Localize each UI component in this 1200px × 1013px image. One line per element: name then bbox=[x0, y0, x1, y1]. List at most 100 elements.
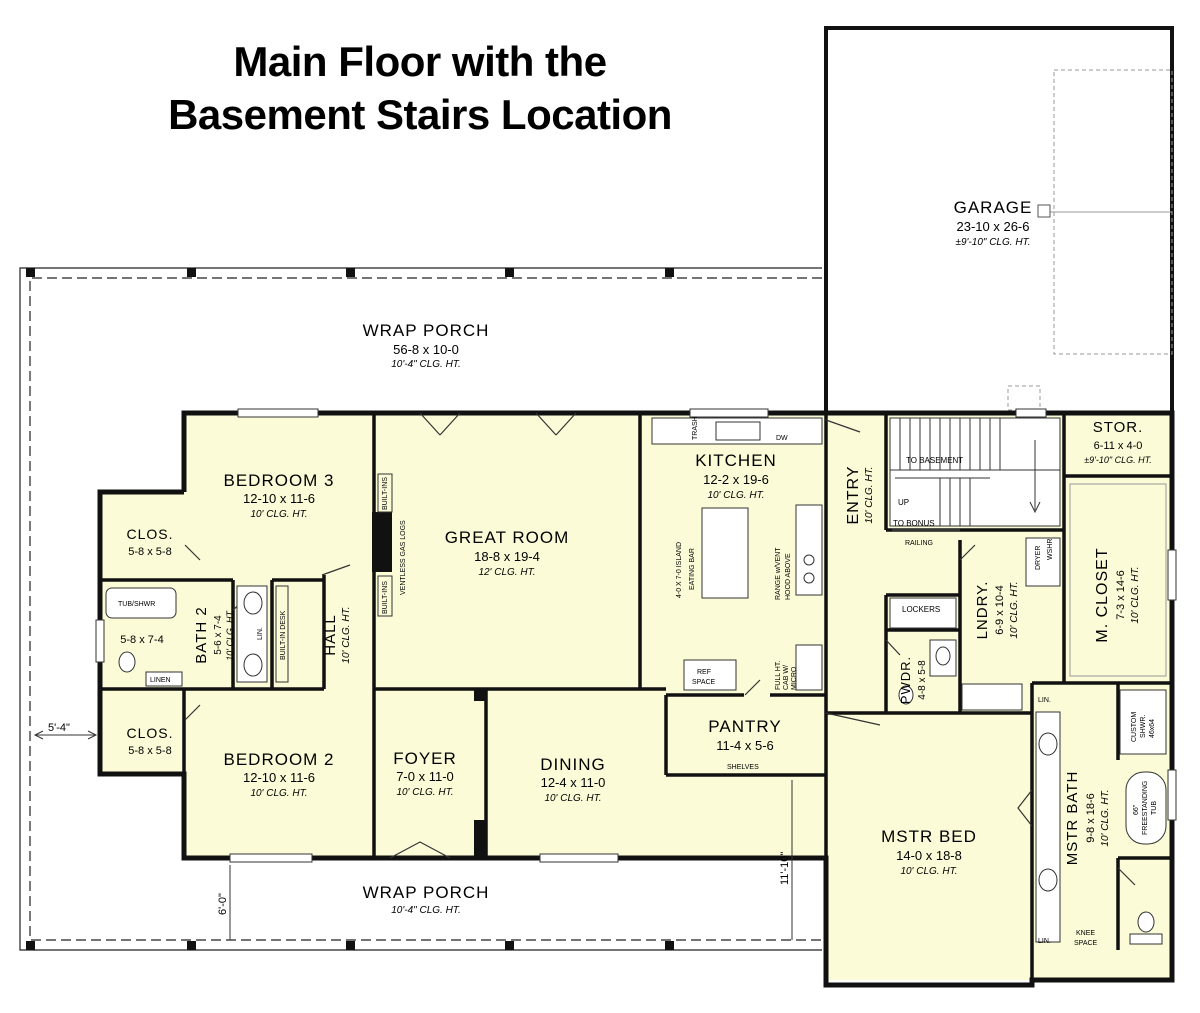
ref-label: REF bbox=[697, 669, 711, 676]
mstr-bed-clg: 10' CLG. HT. bbox=[900, 866, 957, 877]
kitchen-dim: 12-2 x 19-6 bbox=[703, 472, 769, 487]
toilet-icon bbox=[1137, 911, 1155, 933]
tub-label-3: TUB bbox=[1151, 801, 1158, 815]
bedroom2-dim: 12-10 x 11-6 bbox=[243, 770, 315, 785]
kitchen-clg: 10' CLG. HT. bbox=[707, 490, 764, 501]
to-basement-label: TO BASEMENT bbox=[906, 456, 963, 465]
bath-side-dim: 5-8 x 7-4 bbox=[120, 634, 163, 646]
knee-label-1: KNEE bbox=[1076, 930, 1095, 937]
kitchen-name: KITCHEN bbox=[695, 451, 777, 470]
kitchen-island bbox=[701, 507, 749, 599]
sink-icon bbox=[1038, 868, 1058, 892]
clos-top-name: CLOS. bbox=[126, 526, 173, 542]
dimension-lines bbox=[33, 730, 793, 940]
entry-clg: 10' CLG. HT. bbox=[864, 466, 875, 523]
sink-icon bbox=[243, 653, 263, 677]
great-room-clg: 12' CLG. HT. bbox=[478, 567, 535, 578]
clos-bottom-name: CLOS. bbox=[126, 725, 173, 741]
m-closet-dim: 7-3 x 14-6 bbox=[1115, 570, 1127, 620]
built-ins-label-2: BUILT-INS bbox=[382, 581, 389, 614]
railing-label: RAILING bbox=[905, 540, 933, 547]
shower-icon bbox=[1119, 689, 1167, 755]
bedroom2-clg: 10' CLG. HT. bbox=[250, 788, 307, 799]
plan-title-line-1: Main Floor with the bbox=[233, 38, 607, 85]
interior-walls bbox=[100, 413, 1172, 985]
pwdr-dim: 4-8 x 5-8 bbox=[917, 660, 928, 700]
full-ht-label-1: FULL HT. bbox=[775, 661, 782, 690]
mstr-bed-dim: 14-0 x 18-8 bbox=[896, 848, 962, 863]
lndry-dim: 6-9 x 10-4 bbox=[994, 585, 1006, 635]
bathtub-icon bbox=[105, 587, 177, 619]
foyer-clg: 10' CLG. HT. bbox=[396, 787, 453, 798]
tub-shwr-label: TUB/SHWR bbox=[118, 601, 155, 608]
lin-bath-label-2: LIN. bbox=[1038, 938, 1051, 945]
garage-clg: ±9'-10" CLG. HT. bbox=[955, 237, 1030, 248]
wrap-porch-top-clg: 10'-4" CLG. HT. bbox=[391, 359, 461, 370]
bath2-dim: 5-6 x 7-4 bbox=[213, 615, 224, 655]
freestanding-tub-icon bbox=[1125, 771, 1167, 845]
wrap-porch-top-name: WRAP PORCH bbox=[363, 321, 490, 340]
eating-bar-label: EATING BAR bbox=[689, 548, 696, 590]
custom-shwr-label-2: SHWR. bbox=[1140, 715, 1147, 738]
garage-dim: 23-10 x 26-6 bbox=[957, 219, 1030, 234]
basement-stairs bbox=[889, 417, 1061, 532]
dimension-labels: 5'-4" 6'-0" 11'-10" bbox=[48, 722, 791, 915]
plan-title-line-2: Basement Stairs Location bbox=[168, 91, 672, 138]
trash-label: TRASH bbox=[692, 416, 699, 440]
entry-name: ENTRY bbox=[845, 466, 862, 525]
structural-posts bbox=[372, 512, 486, 858]
ventless-label: VENTLESS GAS LOGS bbox=[400, 520, 407, 595]
mstr-bath-dim: 9-8 x 18-6 bbox=[1085, 793, 1097, 843]
foyer-name: FOYER bbox=[393, 749, 457, 768]
garage-name: GARAGE bbox=[954, 198, 1033, 217]
range-label-1: RANGE w/VENT bbox=[775, 547, 782, 600]
great-room-name: GREAT ROOM bbox=[445, 528, 570, 547]
up-label: UP bbox=[898, 498, 909, 507]
sink-icon bbox=[243, 591, 263, 615]
built-in-desk-label: BUILT-IN DESK bbox=[280, 610, 287, 660]
fixture-labels: TO BASEMENT UP TO BONUS RAILING LOCKERS … bbox=[118, 416, 1158, 947]
mstr-bed-name: MSTR BED bbox=[881, 827, 977, 846]
room-labels: GARAGE 23-10 x 26-6 ±9'-10" CLG. HT. WRA… bbox=[120, 198, 1151, 916]
windows bbox=[95, 408, 1177, 863]
bedroom3-dim: 12-10 x 11-6 bbox=[243, 491, 315, 506]
front-porch-dim: 6'-0" bbox=[217, 893, 229, 915]
custom-shwr-label-3: 46x64 bbox=[1149, 719, 1156, 738]
mstr-bath-clg: 10' CLG. HT. bbox=[1100, 789, 1111, 846]
lockers-label: LOCKERS bbox=[902, 605, 940, 614]
pwdr-name: PWDR. bbox=[898, 656, 913, 704]
lin-bath-label-1: LIN. bbox=[1038, 697, 1051, 704]
bedroom3-name: BEDROOM 3 bbox=[223, 471, 334, 490]
stor-clg: ±9'-10" CLG. HT. bbox=[1084, 455, 1152, 465]
tub-label-2: FREESTANDING bbox=[1142, 781, 1149, 835]
hall-clg: 10' CLG. HT. bbox=[341, 606, 352, 663]
garage-walls bbox=[824, 26, 1174, 415]
full-ht-label-3: MICRO bbox=[791, 666, 798, 690]
to-bonus-label: TO BONUS bbox=[893, 519, 935, 528]
wrap-porch-bottom-name: WRAP PORCH bbox=[363, 883, 490, 902]
sink-icon bbox=[935, 646, 951, 666]
bath2-clg: 10' CLG. HT. bbox=[225, 609, 235, 660]
hall-name: HALL bbox=[322, 614, 339, 656]
great-room-dim: 18-8 x 19-4 bbox=[474, 549, 540, 564]
range-label-2: HOOD ABOVE bbox=[785, 553, 792, 600]
dining-clg: 10' CLG. HT. bbox=[544, 793, 601, 804]
pantry-dim: 11-4 x 5-6 bbox=[716, 738, 774, 753]
fixtures bbox=[105, 417, 1167, 945]
knee-label-2: SPACE bbox=[1074, 940, 1098, 947]
wshr-label: WSHR bbox=[1047, 539, 1054, 560]
toilet-icon bbox=[898, 685, 914, 705]
foyer-dim: 7-0 x 11-0 bbox=[396, 769, 454, 784]
lndry-name: LNDRY. bbox=[974, 581, 991, 640]
sink-icon bbox=[1038, 732, 1058, 756]
built-ins-label-1: BUILT-INS bbox=[382, 477, 389, 510]
room-fills bbox=[100, 413, 1170, 980]
bedroom3-clg: 10' CLG. HT. bbox=[250, 509, 307, 520]
pantry-name: PANTRY bbox=[708, 717, 781, 736]
clos-top-dim: 5-8 x 5-8 bbox=[128, 546, 171, 558]
dining-name: DINING bbox=[540, 755, 606, 774]
custom-shwr-label-1: CUSTOM bbox=[1131, 712, 1138, 742]
dw-label: DW bbox=[776, 435, 788, 442]
clos-bottom-dim: 5-8 x 5-8 bbox=[128, 745, 171, 757]
